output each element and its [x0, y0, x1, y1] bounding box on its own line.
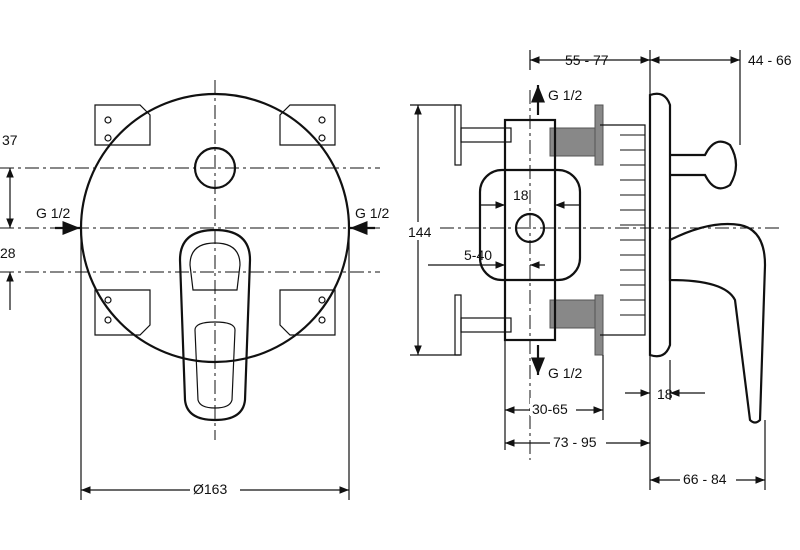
dim-18-plate: 18 — [657, 386, 673, 402]
dim-73-95: 73 - 95 — [553, 434, 597, 450]
front-view: 37 28 G 1/2 G 1/2 Ø163 — [0, 80, 389, 500]
dim-5-40: 5-40 — [464, 247, 492, 263]
outlet-top-label: G 1/2 — [548, 87, 582, 103]
outlet-bottom-label: G 1/2 — [548, 365, 582, 381]
lever-handle — [178, 228, 252, 422]
inlet-left-label: G 1/2 — [36, 205, 70, 221]
dim-66-84: 66 - 84 — [683, 471, 727, 487]
dim-37: 37 — [2, 132, 18, 148]
dim-30-65: 30-65 — [532, 401, 568, 417]
dim-55-77: 55 - 77 — [565, 52, 609, 68]
dim-44-66: 44 - 66 — [748, 52, 792, 68]
diameter-label: Ø163 — [193, 481, 227, 497]
mounting-brackets — [94, 104, 336, 336]
dim-144: 144 — [408, 224, 432, 240]
inlet-right-label: G 1/2 — [355, 205, 389, 221]
lever-side — [668, 222, 767, 424]
dim-28: 28 — [0, 245, 16, 261]
side-view: 144 G 1/2 G 1/2 55 - 77 44 - 66 18 5-40 … — [405, 50, 792, 490]
cover-plate-side — [648, 92, 672, 358]
dim-18-center: 18 — [513, 187, 529, 203]
